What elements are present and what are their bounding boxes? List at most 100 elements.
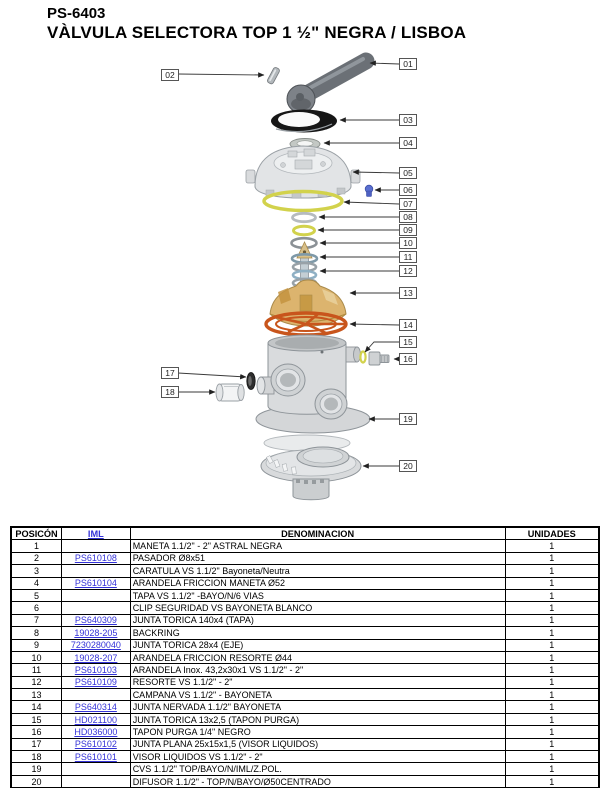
cell-pos: 17 (10, 737, 62, 752)
cell-unid: 1 (504, 762, 600, 776)
callout-01: 01 (399, 58, 417, 70)
callout-18: 18 (161, 386, 179, 398)
cell-pos: 18 (10, 750, 62, 764)
cell-unid: 1 (504, 688, 600, 702)
part-difusor (260, 446, 362, 501)
cell-denom: TAPA VS 1.1/2" -BAYO/N/6 VIAS (129, 588, 506, 603)
cell-denom: JUNTA TORICA 140x4 (TAPA) (129, 613, 506, 628)
cell-iml (61, 774, 131, 788)
callout-15: 15 (399, 336, 417, 348)
cell-iml (61, 539, 131, 553)
part-junta-plana (246, 372, 256, 390)
callout-03: 03 (399, 114, 417, 126)
cell-denom: CAMPANA VS 1.1/2" - BAYONETA (129, 688, 506, 702)
callout-17: 17 (161, 367, 179, 379)
cell-iml[interactable]: PS610103 (61, 663, 131, 677)
callout-19: 19 (399, 413, 417, 425)
callout-13: 13 (399, 287, 417, 299)
cell-iml[interactable]: PS610101 (61, 750, 131, 764)
cell-iml[interactable]: HD021100 (61, 712, 131, 727)
cell-denom: JUNTA NERVADA 1.1/2" BAYONETA (129, 700, 506, 714)
cell-unid: 1 (504, 588, 600, 603)
cell-pos: 2 (10, 551, 62, 566)
leader-lines (177, 60, 400, 469)
cell-unid: 1 (504, 774, 600, 788)
callout-16: 16 (399, 353, 417, 365)
cell-pos: 1 (10, 539, 62, 553)
cell-iml[interactable]: 7230280040 (61, 638, 131, 652)
cell-pos: 8 (10, 626, 62, 640)
cell-unid: 1 (504, 650, 600, 665)
page-title: VÀLVULA SELECTORA TOP 1 ½" NEGRA / LISBO… (47, 23, 467, 42)
part-junta-torica-eje (292, 224, 316, 237)
cell-iml[interactable]: PS610102 (61, 737, 131, 752)
cell-denom: RESORTE VS 1.1/2" - 2" (129, 675, 506, 690)
cell-unid: 1 (504, 700, 600, 714)
cell-iml[interactable]: PS610108 (61, 551, 131, 566)
cell-pos: 16 (10, 725, 62, 739)
part-eje-arandela-inox (290, 241, 319, 303)
cell-iml (61, 688, 131, 702)
cell-iml[interactable]: PS610109 (61, 675, 131, 690)
cell-unid: 1 (504, 626, 600, 640)
cell-pos: 5 (10, 588, 62, 603)
cell-iml[interactable]: 19028-205 (61, 626, 131, 640)
part-pasador (267, 67, 280, 85)
cell-iml (61, 601, 131, 615)
part-clip-seguridad (364, 184, 374, 197)
cell-iml[interactable]: PS640314 (61, 700, 131, 714)
cell-unid: 1 (504, 638, 600, 652)
header-posicion: POSICÓN (10, 526, 62, 541)
part-junta-torica-purga (359, 350, 367, 364)
cell-denom: DIFUSOR 1.1/2" - TOP/N/BAYO/Ø50CENTRADO (129, 774, 506, 788)
part-cuerpo-valvula (255, 334, 371, 434)
cell-iml[interactable]: 19028-207 (61, 650, 131, 665)
cell-denom: BACKRING (129, 626, 506, 640)
callout-09: 09 (399, 224, 417, 236)
product-code: PS-6403 (47, 5, 106, 22)
callout-02: 02 (161, 69, 179, 81)
part-junta-nervada (264, 311, 348, 337)
table-header-row: POSICÓN IML DENOMINACION UNIDADES (10, 526, 600, 541)
cell-pos: 4 (10, 576, 62, 590)
cell-pos: 12 (10, 675, 62, 690)
cell-denom: JUNTA TORICA 28x4 (EJE) (129, 638, 506, 652)
cell-iml[interactable]: PS640309 (61, 613, 131, 628)
part-backring (291, 211, 317, 224)
cell-iml[interactable]: HD036000 (61, 725, 131, 739)
cell-denom: JUNTA PLANA 25x15x1,5 (VISOR LIQUIDOS) (129, 737, 506, 752)
cell-iml[interactable]: PS610104 (61, 576, 131, 590)
header-denominacion: DENOMINACION (129, 526, 506, 541)
cell-denom: ARANDELA FRICCION MANETA Ø52 (129, 576, 506, 590)
cell-denom: VISOR LIQUIDOS VS 1.1/2" - 2" (129, 750, 506, 764)
cell-denom: CLIP SEGURIDAD VS BAYONETA BLANCO (129, 601, 506, 615)
cell-pos: 13 (10, 688, 62, 702)
cell-unid: 1 (504, 750, 600, 764)
cell-pos: 20 (10, 774, 62, 788)
cell-denom: PASADOR Ø8x51 (129, 551, 506, 566)
callout-04: 04 (399, 137, 417, 149)
cell-iml (61, 762, 131, 776)
cell-unid: 1 (504, 551, 600, 566)
callout-20: 20 (399, 460, 417, 472)
cell-iml (61, 564, 131, 578)
cell-denom: ARANDELA Inox. 43,2x30x1 VS 1.1/2" - 2" (129, 663, 506, 677)
cell-denom: CVS 1.1/2" TOP/BAYO/N/IML/Z.POL. (129, 762, 506, 776)
exploded-diagram (177, 52, 400, 501)
